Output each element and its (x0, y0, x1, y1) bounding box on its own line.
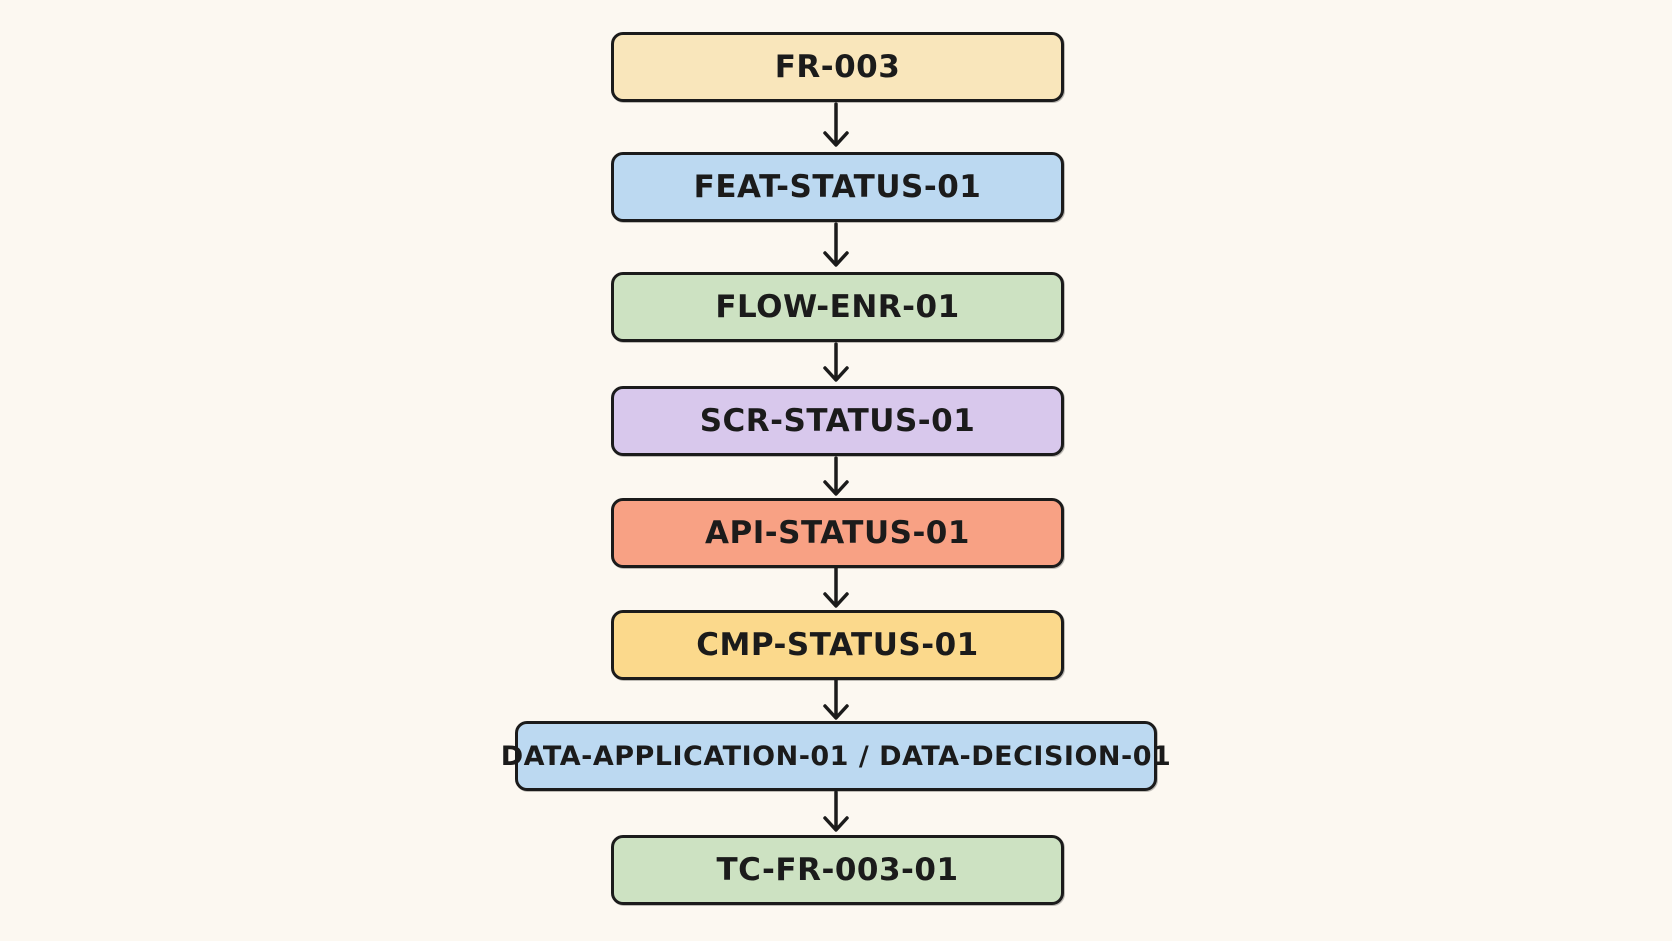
arrow-down-icon (806, 342, 866, 390)
arrow-down-icon (806, 222, 866, 270)
arrow-down-icon (806, 566, 866, 614)
node-cmp-status-01: CMP-STATUS-01 (611, 610, 1064, 680)
arrow-down-icon (806, 678, 866, 726)
node-api-status-01: API-STATUS-01 (611, 498, 1064, 568)
node-fr-003: FR-003 (611, 32, 1064, 102)
arrow-down-icon (806, 456, 866, 504)
arrow-down-icon (806, 790, 866, 838)
node-flow-enr-01: FLOW-ENR-01 (611, 272, 1064, 342)
node-scr-status-01: SCR-STATUS-01 (611, 386, 1064, 456)
node-data-application-decision: DATA-APPLICATION-01 / DATA-DECISION-01 (501, 721, 1171, 791)
node-feat-status-01: FEAT-STATUS-01 (611, 152, 1064, 222)
node-tc-fr-003-01: TC-FR-003-01 (611, 835, 1064, 905)
arrow-down-icon (806, 102, 866, 150)
